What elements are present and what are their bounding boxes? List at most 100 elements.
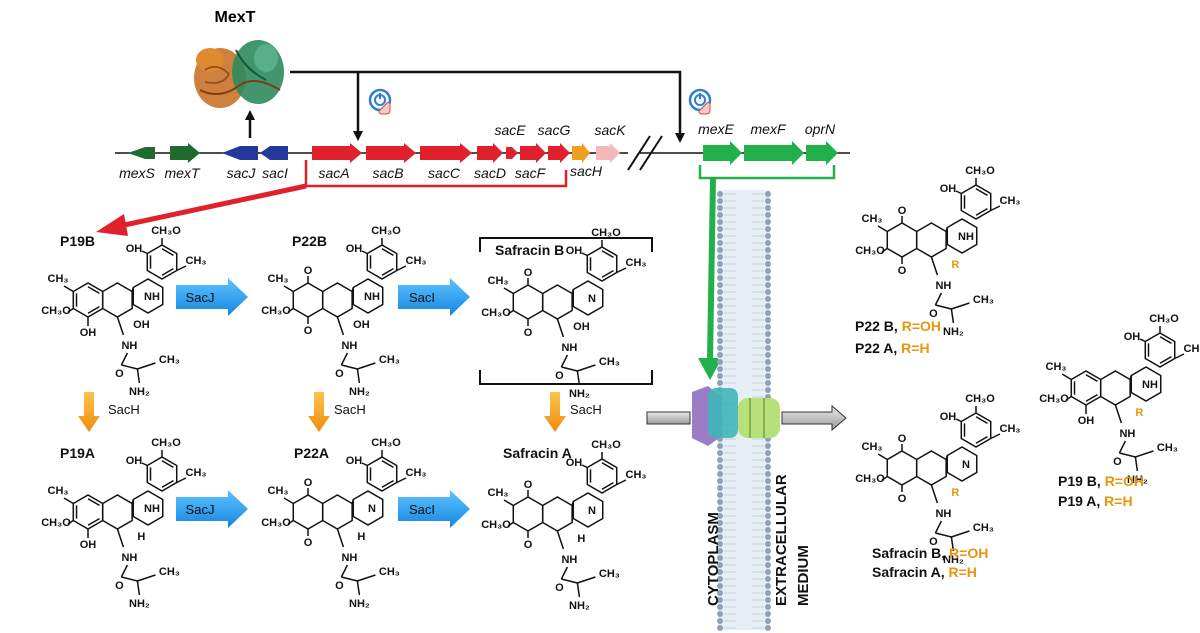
double-bond bbox=[161, 460, 174, 469]
lipid-head bbox=[717, 604, 723, 610]
lipid-head bbox=[765, 191, 771, 197]
compound-safracin-b: Safracin B bbox=[495, 242, 564, 258]
lipid-head bbox=[717, 359, 723, 365]
double-bond bbox=[975, 188, 988, 197]
bond bbox=[1118, 440, 1127, 454]
ring-bond bbox=[512, 284, 544, 320]
atom-label: O bbox=[555, 582, 564, 594]
gene-label-sacJ: sacJ bbox=[227, 165, 257, 181]
atom-label: NH bbox=[341, 552, 357, 564]
atom-label: O bbox=[335, 368, 344, 380]
gene-label-sacH: sacH bbox=[570, 163, 603, 179]
ring-bond bbox=[321, 282, 353, 318]
lipid-head bbox=[765, 562, 771, 568]
atom-label: CH₃ bbox=[379, 354, 400, 366]
ring-bond bbox=[1144, 332, 1176, 368]
bond bbox=[356, 580, 361, 596]
atom-label: O bbox=[524, 267, 533, 279]
bond bbox=[556, 318, 565, 338]
ring-bond bbox=[366, 456, 398, 492]
atom-label: CH₃ bbox=[186, 255, 207, 267]
bond bbox=[283, 285, 294, 293]
bond bbox=[396, 477, 407, 484]
bond bbox=[1129, 375, 1133, 380]
bond bbox=[351, 287, 355, 292]
lipid-head bbox=[717, 443, 723, 449]
svg-text:SacI: SacI bbox=[409, 502, 435, 517]
bond bbox=[336, 528, 345, 548]
activation-icon bbox=[688, 88, 712, 116]
lipid-head bbox=[717, 352, 723, 358]
atom-label: H bbox=[357, 531, 365, 543]
lipid-head bbox=[765, 590, 771, 596]
bond bbox=[507, 309, 514, 315]
bond bbox=[287, 307, 294, 313]
atom-label: OH bbox=[566, 245, 583, 257]
product-p19b: P19 B, R=OH bbox=[1058, 473, 1144, 489]
atom-label: N bbox=[368, 503, 376, 515]
bond bbox=[560, 354, 569, 368]
ring-bond bbox=[512, 496, 544, 532]
atom-label: CH₃ bbox=[406, 467, 427, 479]
atom-label: CH₃ bbox=[1046, 361, 1067, 373]
ring-bond bbox=[146, 244, 178, 280]
gene-sacH bbox=[572, 143, 590, 163]
atom-label: O bbox=[335, 580, 344, 592]
lipid-head bbox=[765, 296, 771, 302]
bond bbox=[141, 250, 148, 255]
gene-sacI bbox=[260, 146, 288, 160]
atom-label: CH₃ bbox=[48, 485, 69, 497]
product-p19a: P19 A, R=H bbox=[1058, 493, 1133, 509]
lipid-head bbox=[717, 296, 723, 302]
atom-label: CH₃O bbox=[591, 439, 621, 451]
gene-sacE bbox=[506, 147, 518, 159]
lipid-head bbox=[765, 576, 771, 582]
double-bond bbox=[601, 250, 614, 259]
bond bbox=[577, 364, 596, 372]
bond bbox=[950, 308, 955, 324]
bond bbox=[877, 225, 888, 233]
atom-label: NH₂ bbox=[569, 600, 590, 612]
atom-label: CH₃ bbox=[268, 273, 289, 285]
lipid-head bbox=[765, 205, 771, 211]
atom-label: NH bbox=[364, 291, 380, 303]
bond bbox=[116, 528, 125, 548]
double-bond bbox=[975, 416, 988, 425]
bond bbox=[930, 256, 939, 276]
bond bbox=[560, 566, 569, 580]
atom-label: O bbox=[898, 493, 907, 505]
bond bbox=[340, 564, 349, 578]
bond bbox=[503, 499, 514, 507]
bond bbox=[955, 190, 962, 195]
biosynthesis-arrow bbox=[119, 183, 307, 229]
gene-label-sacI: sacI bbox=[262, 165, 288, 181]
lipid-head bbox=[717, 499, 723, 505]
atom-label: CH₃O bbox=[151, 437, 181, 449]
atom-label: NH bbox=[561, 554, 577, 566]
enzyme-arrow-sacJ-1: SacJ bbox=[176, 278, 248, 316]
atom-label: N bbox=[588, 293, 596, 305]
double-bond bbox=[1085, 393, 1098, 402]
ring-bond bbox=[321, 494, 353, 530]
atom-label: O bbox=[304, 477, 313, 489]
lipid-head bbox=[717, 191, 723, 197]
lipid-head bbox=[717, 275, 723, 281]
lipid-head bbox=[765, 541, 771, 547]
bond bbox=[131, 287, 135, 292]
lipid-head bbox=[717, 310, 723, 316]
molecule-p19-generic: CH₃CH₃OOHOHCH₃OCH₃NHNHOCH₃NH₂R bbox=[1039, 313, 1200, 486]
atom-label: NH₂ bbox=[129, 386, 150, 398]
double-bond bbox=[381, 479, 394, 488]
ring-bond bbox=[886, 450, 918, 486]
lipid-head bbox=[717, 618, 723, 624]
lipid-head bbox=[765, 275, 771, 281]
enzyme-arrow-sacJ-2: SacJ bbox=[176, 490, 248, 528]
atom-label: OH bbox=[133, 319, 150, 331]
atom-label: NH₂ bbox=[1127, 474, 1148, 486]
lipid-head bbox=[765, 527, 771, 533]
atom-label: N bbox=[588, 505, 596, 517]
